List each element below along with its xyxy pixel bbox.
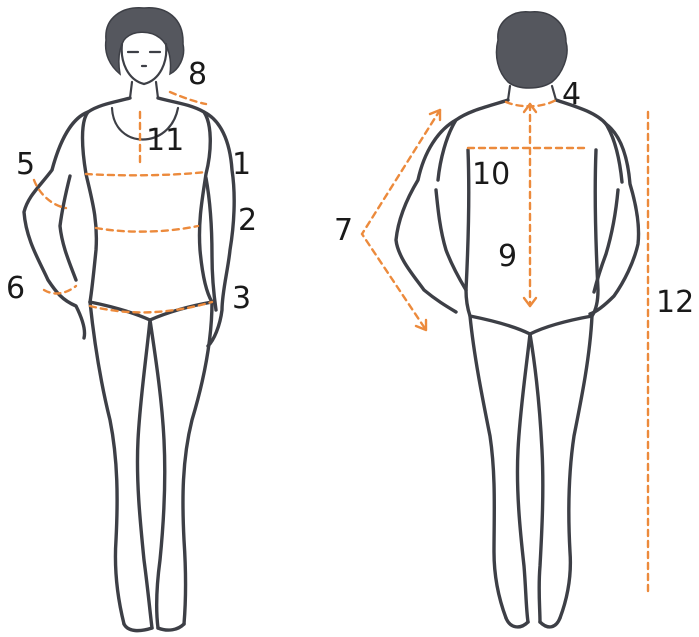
front-legs (90, 302, 212, 628)
label-2: 2 (238, 203, 257, 238)
front-figure (24, 8, 234, 631)
measure-line-1 (86, 172, 206, 175)
label-10: 10 (472, 157, 510, 192)
label-4: 4 (562, 77, 581, 112)
back-legs (470, 316, 592, 622)
label-6: 6 (6, 271, 25, 306)
front-left-arm (24, 112, 88, 338)
measure-line-2 (96, 226, 198, 232)
front-leg-openings (90, 302, 212, 320)
label-11: 11 (146, 123, 184, 158)
measurement-labels: 1 2 3 4 5 6 7 8 9 10 11 12 (6, 57, 694, 320)
label-9: 9 (498, 239, 517, 274)
label-5: 5 (16, 147, 35, 182)
measurement-lines (34, 92, 648, 592)
label-1: 1 (232, 147, 251, 182)
front-eyes (128, 52, 160, 66)
label-8: 8 (188, 57, 207, 92)
front-face (122, 44, 167, 84)
back-feet (506, 618, 560, 627)
label-12: 12 (656, 285, 694, 320)
front-hair (106, 8, 184, 74)
back-hair (496, 12, 567, 88)
back-left-arm (396, 120, 466, 312)
front-feet (124, 624, 184, 631)
label-7: 7 (334, 213, 353, 248)
measure-line-6 (44, 286, 76, 293)
label-3: 3 (232, 281, 251, 316)
